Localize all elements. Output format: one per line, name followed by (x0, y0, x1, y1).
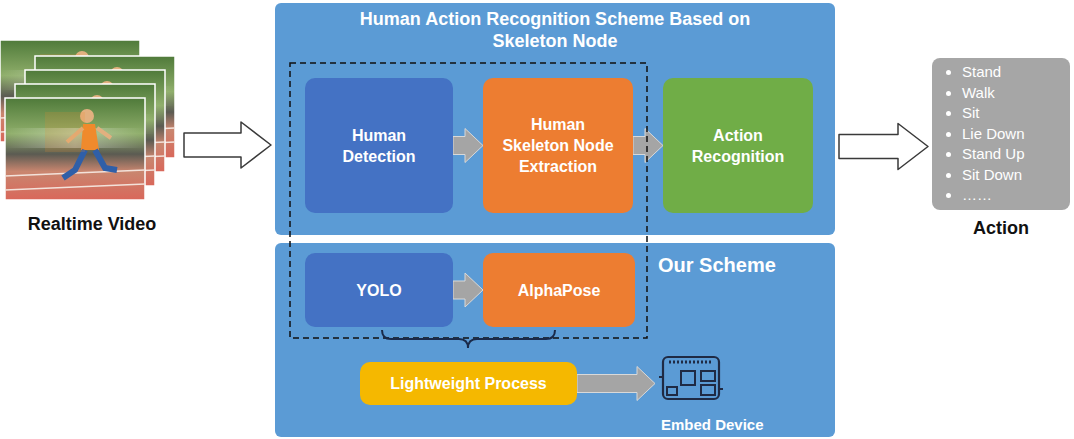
box-label: Human Detection (319, 125, 439, 167)
process-box: YOLO (305, 253, 453, 327)
action-item: Stand Up (962, 144, 1064, 165)
box-text: Lightweight Process (390, 373, 546, 394)
action-item: …… (962, 185, 1064, 206)
video-node: Realtime Video (4, 55, 180, 237)
box-label: YOLO (356, 280, 401, 301)
process-box: Action Recognition (663, 78, 813, 213)
panel-title: Human Action Recognition Scheme Based on… (335, 8, 775, 52)
panel-title: Our Scheme (658, 253, 828, 277)
process-box: AlphaPose (483, 253, 635, 327)
scheme-panel: Our SchemeYOLO AlphaPoseLightweight Proce… (275, 243, 835, 437)
process-arrow (453, 129, 483, 163)
action-items: StandWalkSitLie DownStand UpSit Down…… (932, 62, 1064, 206)
block-arrow (184, 122, 271, 168)
box-label: AlphaPose (518, 280, 601, 301)
video-frames (0, 40, 190, 210)
box-text: YOLO (356, 280, 401, 301)
scheme-panel: Human Action Recognition Scheme Based on… (275, 3, 835, 235)
list-box: StandWalkSitLie DownStand UpSit Down…… (932, 58, 1070, 210)
action-item: Lie Down (962, 124, 1064, 145)
video-caption: Realtime Video (4, 214, 180, 235)
box-text: Human Skeleton Node Extraction (497, 114, 619, 177)
process-box: Lightweight Process (360, 362, 577, 405)
action-item: Sit Down (962, 165, 1064, 186)
device-label: Embed Device (661, 416, 764, 433)
action-list: StandWalkSitLie DownStand UpSit Down…… Ac… (932, 58, 1070, 258)
process-box: Human Skeleton Node Extraction (483, 78, 633, 213)
board-icon (659, 351, 723, 407)
action-item: Stand (962, 62, 1064, 83)
process-arrow (577, 367, 655, 401)
list-heading: Action (932, 218, 1070, 239)
box-text: Action Recognition (677, 125, 799, 167)
process-box: Human Detection (305, 78, 453, 213)
process-arrow (633, 129, 663, 163)
box-text: Human Detection (319, 125, 439, 167)
box-label: Action Recognition (677, 125, 799, 167)
device-node: Embed Device (655, 351, 767, 435)
process-arrow (453, 273, 483, 307)
action-item: Walk (962, 83, 1064, 104)
box-text: AlphaPose (518, 280, 601, 301)
block-arrow (839, 124, 928, 170)
box-label: Lightweight Process (390, 373, 546, 394)
box-label: Human Skeleton Node Extraction (497, 114, 619, 177)
action-item: Sit (962, 103, 1064, 124)
